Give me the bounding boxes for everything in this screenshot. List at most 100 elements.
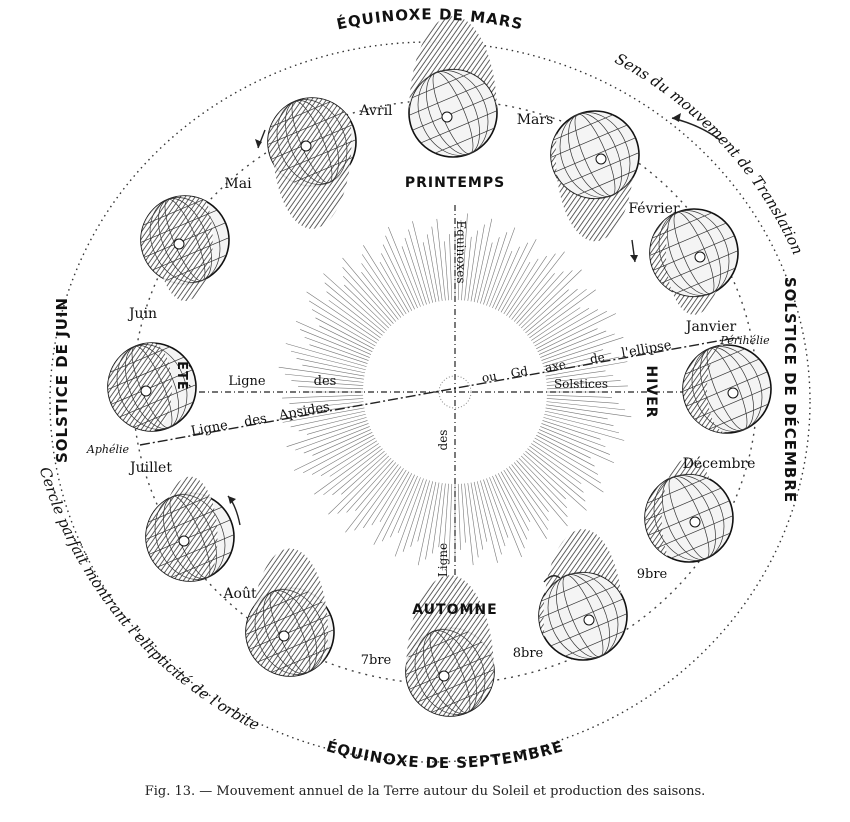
earth-globe	[644, 457, 734, 563]
sun-ray	[290, 350, 366, 371]
sun-ray	[546, 385, 628, 390]
sun-ray	[296, 401, 364, 409]
season-ete: ÉTÉ	[174, 361, 190, 391]
globe-parallel	[652, 212, 713, 239]
globe-pole	[300, 140, 312, 152]
earth-globe	[145, 476, 235, 582]
season-automne: AUTOMNE	[412, 602, 497, 618]
sun-ray	[381, 253, 413, 311]
sun-ray	[290, 410, 366, 428]
globe-shadow	[246, 548, 328, 676]
sun-ray	[543, 349, 604, 367]
globe-parallel	[431, 686, 492, 713]
globe-parallel	[648, 500, 730, 536]
sun-ray	[461, 213, 468, 301]
earth-globe	[550, 110, 640, 242]
sun-ray	[295, 423, 369, 451]
globe-parallel	[675, 267, 736, 294]
sun-ray	[529, 445, 582, 484]
globe-parallel	[144, 222, 226, 258]
sun-ray	[461, 483, 466, 543]
globe-parallel	[408, 82, 486, 116]
sun-ray	[518, 457, 568, 509]
sun-ray	[282, 407, 365, 423]
globe-parallel	[409, 654, 491, 690]
globe-parallel	[541, 575, 602, 602]
sun-ray	[516, 271, 564, 324]
sun-ray	[291, 380, 364, 386]
orbit-arrow-jul-head	[228, 496, 236, 504]
sun-ray	[320, 440, 378, 476]
month-aout: Août	[222, 586, 257, 602]
globe-parallel	[538, 585, 616, 619]
sun-ray	[473, 481, 488, 542]
sun-ray	[489, 250, 513, 307]
sun-ray	[467, 483, 479, 558]
globe-parallel	[550, 613, 628, 647]
globe-parallel	[279, 139, 357, 173]
orbit-arrow-may-head	[255, 139, 262, 148]
sun-ray	[457, 220, 462, 301]
sun-ray	[495, 242, 529, 310]
month-mars: Mars	[517, 112, 554, 128]
solstice-word-2: des	[314, 374, 337, 389]
globe-parallel	[553, 114, 614, 141]
sun-ray	[402, 479, 427, 552]
sun-ray	[480, 480, 502, 555]
sun-ray	[523, 453, 587, 511]
apsides-word-2: des	[243, 411, 268, 430]
globe-parallel	[653, 235, 735, 271]
axis-word-1: ou	[481, 369, 498, 385]
sun-ray	[345, 464, 399, 533]
sun-ray	[302, 434, 374, 474]
globe-parallel	[411, 72, 472, 99]
globe-shadow	[551, 132, 633, 242]
sun-ray	[511, 464, 549, 512]
globe-parallel	[550, 124, 628, 158]
sun-ray	[432, 483, 443, 554]
sun-ray	[497, 239, 537, 311]
sun-ray	[489, 477, 522, 558]
sun-ray	[518, 270, 573, 327]
globe-pole	[178, 535, 190, 547]
sun-ray	[457, 483, 461, 550]
sun-ray	[401, 246, 424, 306]
perfect-circle	[49, 41, 811, 763]
globe-parallel	[157, 534, 235, 568]
sun-ray	[355, 462, 397, 511]
globe-parallel	[562, 152, 640, 186]
sun-ray	[500, 261, 531, 313]
solstice-word-3: Solstices	[554, 377, 608, 391]
globe-parallel	[417, 669, 495, 703]
sun-ray	[506, 468, 549, 530]
globe-parallel	[542, 598, 624, 634]
sun-ray	[537, 432, 591, 459]
sun-ray	[464, 236, 472, 301]
sun-ray	[495, 474, 528, 540]
globe-pole	[173, 238, 185, 250]
month-novembre: 9bre	[637, 567, 668, 582]
sun-ray	[354, 466, 402, 531]
sun-ray	[379, 471, 410, 523]
sun-ray	[532, 440, 602, 484]
sun-ray	[306, 417, 367, 435]
sun-ray	[373, 473, 413, 545]
sun-ray	[417, 481, 434, 542]
globe-parallel	[267, 111, 345, 145]
globe-parallel	[412, 95, 494, 131]
month-avril: Avril	[358, 103, 393, 119]
sun-rays	[278, 213, 632, 571]
sun-ray	[306, 291, 379, 341]
globe-parallel	[111, 369, 193, 405]
sun-ray	[476, 481, 498, 563]
globe-parallel	[119, 384, 197, 418]
globe-parallel	[405, 641, 483, 675]
sun-ray	[442, 483, 449, 571]
sun-ray	[538, 429, 615, 464]
sun-ray	[483, 232, 508, 305]
sun-ray	[546, 394, 612, 398]
sun-ray	[537, 313, 617, 352]
sun-ray	[326, 291, 383, 336]
sun-ray	[436, 218, 446, 301]
sun-ray	[342, 257, 397, 322]
